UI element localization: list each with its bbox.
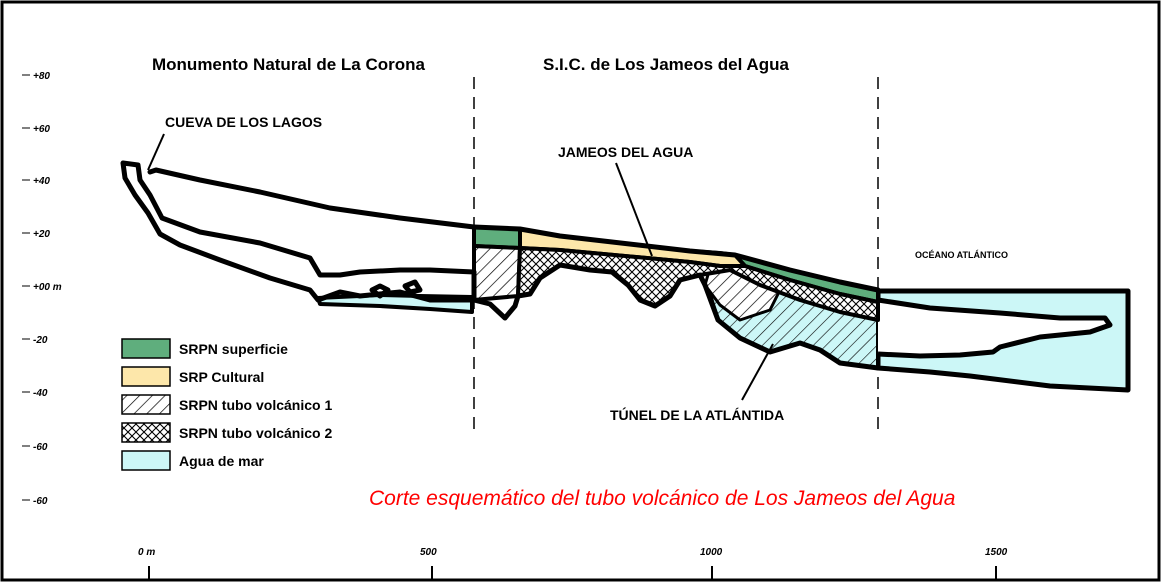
y-tick-label: -60 <box>33 442 48 453</box>
legend-label: SRPN tubo volcánico 2 <box>179 425 332 441</box>
x-tick-label: 0 m <box>138 547 155 558</box>
lava-tube-floor-right <box>702 282 881 371</box>
atlantida-tunnel-inner <box>877 297 1113 359</box>
legend: SRPN superficie SRP Cultural SRPN tubo v… <box>121 338 332 471</box>
y-tick-label: +80 <box>33 71 50 82</box>
x-tick-label: 1500 <box>985 547 1008 558</box>
region-title-corona: Monumento Natural de La Corona <box>152 55 426 74</box>
lava-tube-roof <box>147 167 477 230</box>
y-tick-label: -60 <box>33 496 48 507</box>
rock-fragment <box>402 279 423 295</box>
callout-line-jameos <box>615 162 653 257</box>
y-tick-label: -20 <box>33 335 48 346</box>
legend-label: SRPN tubo volcánico 1 <box>179 397 332 413</box>
y-tick-label: +60 <box>33 124 50 135</box>
y-axis: +80 +60 +40 +20 +00 m -20 -40 -60 -60 <box>22 71 62 507</box>
callout-jameos-del-agua: JAMEOS DEL AGUA <box>558 144 693 160</box>
lava-tube-floor-left <box>471 293 521 321</box>
lava-tube-top-right <box>471 224 881 293</box>
legend-swatch-hatch <box>121 394 171 415</box>
x-tick-label: 500 <box>420 547 437 558</box>
y-tick-label: +00 m <box>33 282 62 293</box>
callout-tunel-atlantida: TÚNEL DE LA ATLÁNTIDA <box>610 406 784 423</box>
legend-label: Agua de mar <box>179 453 264 469</box>
ocean-label: OCÉANO ATLÁNTICO <box>915 250 1008 260</box>
x-axis: 0 m 500 1000 1500 <box>138 547 1008 580</box>
diagram-caption: Corte esquemático del tubo volcánico de … <box>369 487 955 510</box>
x-tick-label: 1000 <box>700 547 723 558</box>
lava-tube-outline <box>120 160 477 303</box>
callout-cueva-de-los-lagos: CUEVA DE LOS LAGOS <box>165 114 322 130</box>
y-tick-label: -40 <box>33 388 48 399</box>
legend-label: SRP Cultural <box>179 369 264 385</box>
y-tick-label: +40 <box>33 176 50 187</box>
lava-tube-floor-mid <box>515 262 708 309</box>
y-tick-label: +20 <box>33 229 50 240</box>
region-title-jameos: S.I.C. de Los Jameos del Agua <box>543 55 789 74</box>
rock-fragment <box>369 283 391 299</box>
legend-swatch-sea <box>121 450 171 471</box>
callout-line-tunel <box>741 343 774 401</box>
legend-swatch-yellow <box>121 366 171 387</box>
legend-label: SRPN superficie <box>179 341 288 357</box>
legend-swatch-green <box>121 338 171 359</box>
callout-line-cueva <box>147 133 165 171</box>
legend-swatch-crosshatch <box>121 422 171 443</box>
